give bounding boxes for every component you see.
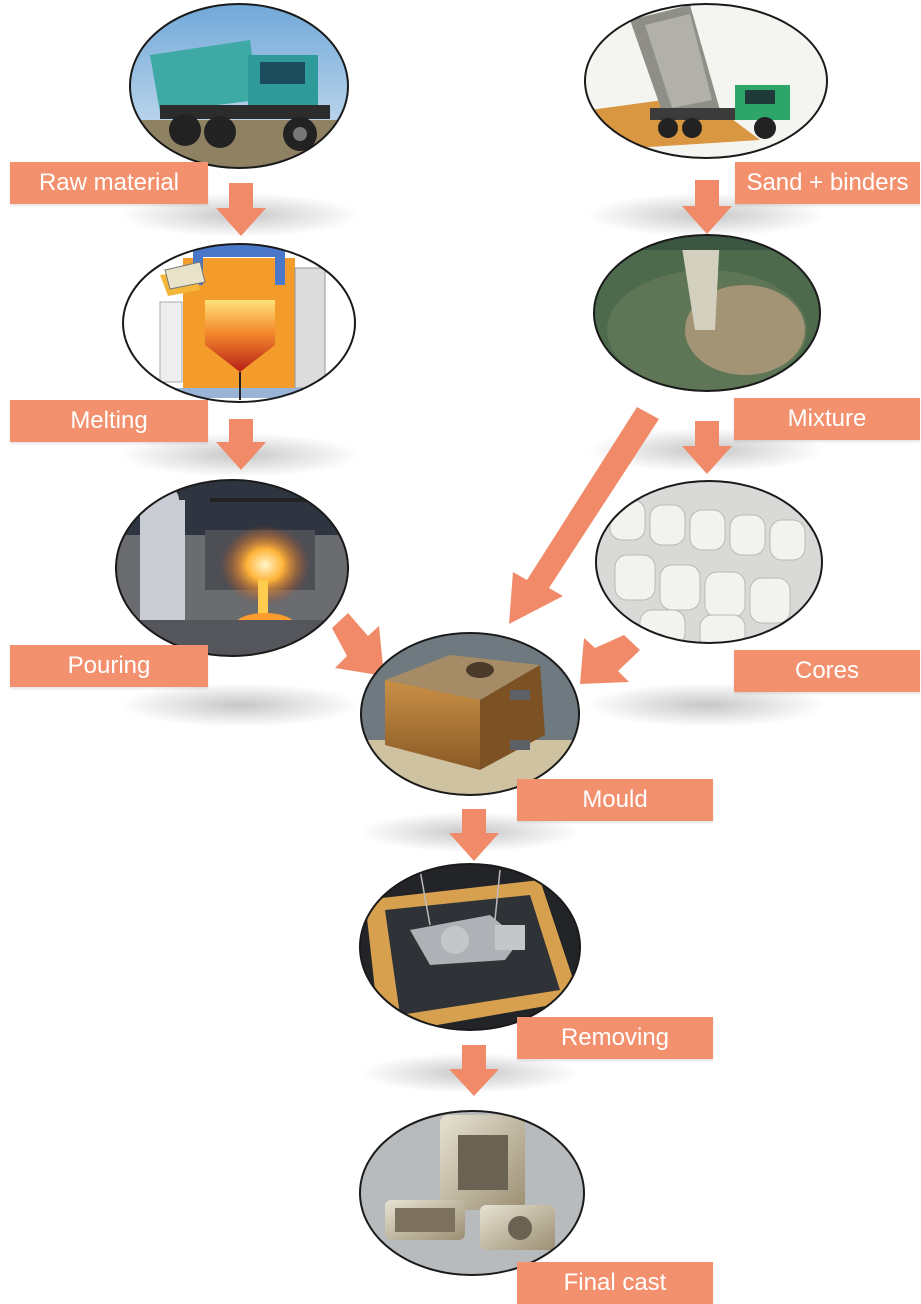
sand-binders-image — [580, 0, 840, 160]
final-cast-label: Final cast — [517, 1262, 713, 1304]
raw-material-image — [120, 0, 360, 180]
cores-label: Cores — [734, 650, 920, 692]
raw-material-label: Raw material — [10, 162, 208, 204]
pouring-image — [110, 475, 355, 665]
mixture-image — [590, 230, 830, 400]
mould-image — [355, 630, 585, 800]
sand-binders-label: Sand + binders — [735, 162, 920, 204]
mixture-label: Mixture — [734, 398, 920, 440]
final-cast-image — [355, 1105, 590, 1280]
arrow-cores-to-mould — [580, 635, 640, 684]
melting-image — [120, 240, 360, 410]
pouring-label: Pouring — [10, 645, 208, 687]
arrow-pouring-to-mould — [332, 613, 384, 676]
melting-label: Melting — [10, 400, 208, 442]
removing-label: Removing — [517, 1017, 713, 1059]
mould-label: Mould — [517, 779, 713, 821]
removing-image — [355, 860, 585, 1035]
cores-image — [590, 475, 830, 650]
